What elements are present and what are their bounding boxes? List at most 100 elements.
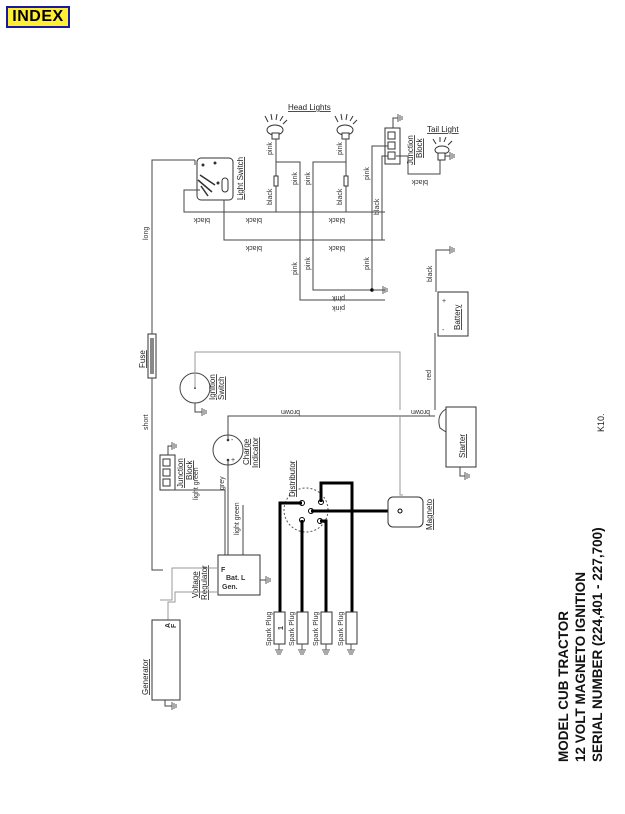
svg-text:pink: pink (332, 294, 345, 301)
svg-text:Regulator: Regulator (200, 565, 209, 600)
svg-text:pink: pink (292, 262, 299, 275)
svg-text:pink: pink (267, 142, 274, 155)
wire-long (151, 159, 195, 335)
voltage-regulator-label: Voltage (191, 571, 200, 598)
head-lights-label: Head Lights (288, 103, 331, 112)
wire-label-long: long (143, 227, 150, 240)
head-light-left (264, 113, 288, 140)
svg-text:black: black (267, 188, 274, 205)
wire-label-light-green: light green (193, 467, 200, 500)
wire-black-battery (435, 249, 450, 292)
spark-plug-4: Spark Plug (338, 611, 358, 655)
starter-label: Starter (458, 434, 467, 458)
svg-text:grey: grey (219, 476, 226, 490)
svg-text:F: F (171, 623, 178, 628)
index-button[interactable]: INDEX (6, 6, 70, 28)
svg-text:Switch: Switch (217, 376, 226, 400)
svg-text:pink: pink (364, 257, 371, 270)
svg-text:red: red (426, 370, 433, 380)
ground-icon (449, 246, 455, 254)
title-line-1: MODEL CUB TRACTOR (556, 611, 571, 762)
distributor-label: Distributor (288, 460, 297, 497)
svg-text:+: + (442, 298, 446, 305)
ground-icon (171, 442, 177, 450)
generator-label: Generator (141, 659, 150, 695)
svg-text:black: black (374, 198, 381, 215)
svg-text:light green: light green (234, 502, 241, 535)
svg-text:Spark Plug: Spark Plug (289, 612, 296, 646)
light-switch (196, 157, 234, 201)
fuse-label: Fuse (138, 350, 147, 368)
spark-plug-1: 1 Spark Plug (266, 611, 286, 655)
svg-text:Junction: Junction (176, 458, 185, 488)
battery-label: Battery (453, 305, 462, 330)
svg-text:pink: pink (337, 142, 344, 155)
svg-text:Spark Plug: Spark Plug (266, 612, 273, 646)
svg-text:black: black (193, 216, 210, 223)
fuse-element (150, 338, 154, 374)
svg-text:Spark Plug: Spark Plug (313, 612, 320, 646)
ignition-switch-label: Ignition (208, 374, 217, 400)
junction-block-front: Junction Block (159, 442, 194, 491)
svg-text:1: 1 (278, 626, 285, 630)
generator: A F (151, 619, 181, 710)
ground-icon (201, 408, 207, 416)
svg-text:pink: pink (305, 257, 312, 270)
ground-icon (171, 702, 177, 710)
svg-text:black: black (328, 244, 345, 251)
magneto (387, 496, 424, 528)
svg-text:F: F (221, 567, 226, 574)
svg-text:Bat.: Bat. (226, 575, 239, 582)
tail-light (432, 136, 455, 161)
wire-magneto (399, 416, 403, 496)
svg-text:Indicator: Indicator (251, 437, 260, 468)
wire-label-brown: brown (281, 408, 300, 415)
wire-pink-right (312, 139, 385, 291)
voltage-regulator: F Bat. L Gen. (217, 554, 271, 596)
junction-block-rear-label: Junction (406, 135, 415, 165)
svg-text:black: black (427, 265, 434, 282)
tail-light-label: Tail Light (427, 125, 459, 134)
junction-block-rear (384, 114, 403, 165)
svg-text:Block: Block (415, 137, 424, 158)
ground-icon (382, 286, 388, 294)
starter (445, 406, 477, 468)
title-line-3: SERIAL NUMBER (224,401 - 227,700) (590, 527, 605, 762)
light-switch-label: Light Switch (236, 157, 245, 200)
wire-label-short: short (143, 414, 150, 430)
ground-icon (464, 472, 470, 480)
svg-text:+: + (231, 457, 235, 464)
svg-text:-: - (231, 437, 234, 444)
magneto-label: Magneto (425, 498, 434, 530)
wire-ignition (194, 351, 401, 410)
svg-text:black: black (245, 244, 262, 251)
wire-short (151, 378, 163, 571)
head-light-right (334, 113, 358, 140)
title-line-2: 12 VOLT MAGNETO IGNITION (573, 572, 588, 762)
battery (437, 291, 469, 337)
wire-brown-indicator (227, 415, 400, 440)
svg-text:-: - (442, 327, 445, 334)
svg-text:L: L (241, 575, 246, 582)
spark-plug-3: Spark Plug (313, 611, 333, 655)
ground-icon (265, 576, 271, 584)
svg-text:pink: pink (364, 167, 371, 180)
svg-text:black: black (245, 216, 262, 223)
page-code: K10. (596, 413, 606, 432)
wire-light-green-1 (170, 489, 226, 558)
svg-text:black: black (411, 178, 428, 185)
svg-text:pink: pink (292, 172, 299, 185)
svg-text:black: black (337, 188, 344, 205)
svg-text:Spark Plug: Spark Plug (338, 612, 345, 646)
spark-plug-2: Spark Plug (289, 611, 309, 655)
svg-text:brown: brown (411, 408, 430, 415)
charge-indicator-label: Charge (242, 438, 251, 465)
wire-pink-left (275, 139, 385, 301)
svg-text:Gen.: Gen. (222, 584, 238, 591)
svg-text:pink: pink (305, 172, 312, 185)
svg-text:Block: Block (185, 459, 194, 480)
svg-text:black: black (328, 216, 345, 223)
svg-text:pink: pink (332, 304, 345, 311)
svg-text:A: A (165, 623, 172, 628)
